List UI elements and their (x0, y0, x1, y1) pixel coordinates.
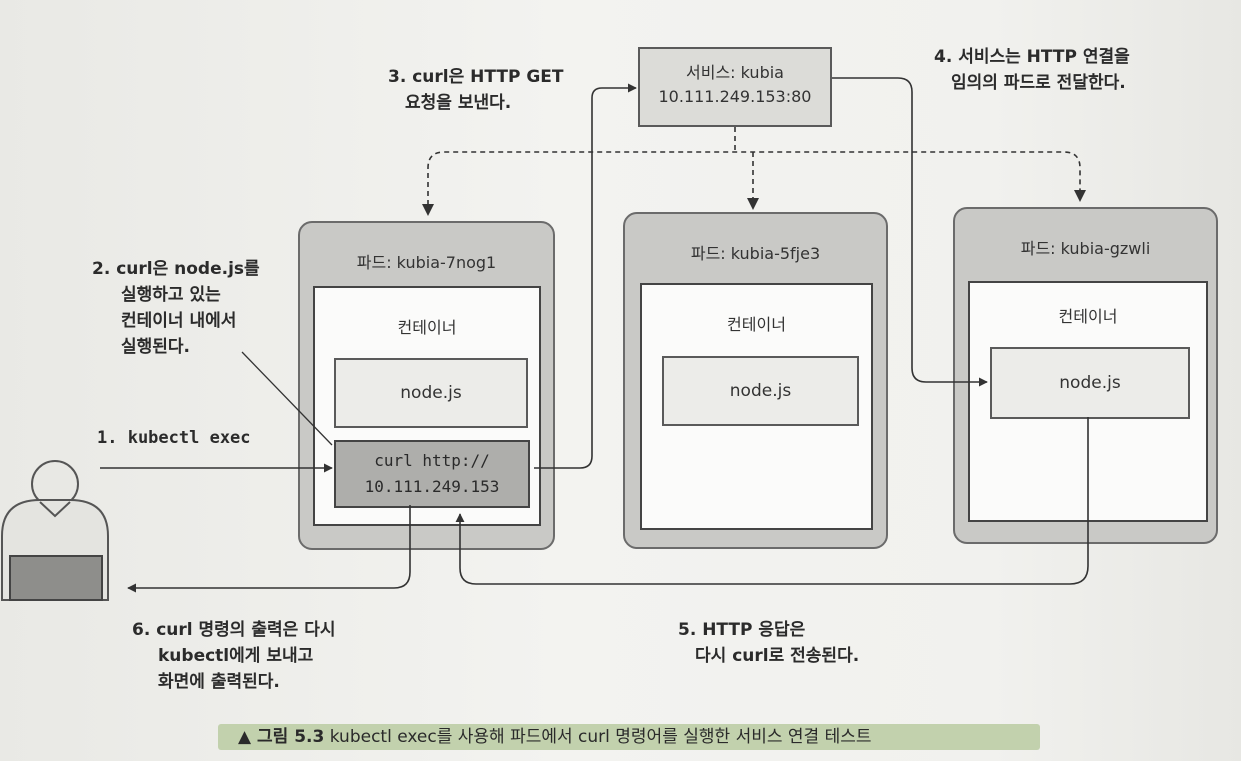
caption-prefix: ▲ 그림 5.3 (238, 727, 325, 747)
note-step5-line: 다시 curl로 전송된다. (695, 646, 860, 666)
note-step2-line: 실행하고 있는 (121, 285, 221, 305)
note-step3: 3. curl은 HTTP GET 요청을 보낸다. (388, 64, 564, 116)
note-step5: 5. HTTP 응답은 다시 curl로 전송된다. (678, 617, 859, 669)
note-step6-line: kubectl에게 보내고 (158, 646, 314, 666)
note-step2: 2. curl은 node.js를 실행하고 있는 컨테이너 내에서 실행된다. (92, 256, 260, 360)
curl-line-2: 10.111.249.153 (364, 477, 500, 496)
note-step2-line: 실행된다. (121, 337, 191, 357)
http-get-arrow (534, 83, 637, 469)
note-step3-line: 요청을 보낸다. (405, 93, 512, 113)
note-step4: 4. 서비스는 HTTP 연결을 임의의 파드로 전달한다. (934, 44, 1130, 96)
note-step5-line: 5. HTTP 응답은 (678, 620, 806, 640)
note-step1-text: 1. kubectl exec (97, 428, 251, 448)
service-ip: 10.111.249.153:80 (658, 87, 812, 106)
note-step2-line: 컨테이너 내에서 (121, 311, 237, 331)
caption-highlight (218, 724, 1040, 750)
curl-line-1: curl http:// (374, 451, 490, 470)
container-label: 컨테이너 (1058, 307, 1118, 326)
dashed-arrowhead-pod3 (1074, 190, 1086, 202)
nodejs-box: node.js (662, 356, 859, 426)
pod-label: 파드: kubia-5fje3 (690, 244, 821, 263)
note-step6-line: 6. curl 명령의 출력은 다시 (132, 620, 336, 640)
pod-kubia-7nog1: 파드: kubia-7nog1 컨테이너 node.js curl http:/… (298, 221, 555, 550)
note-step3-line: 3. curl은 HTTP GET (388, 67, 564, 87)
container: 컨테이너 node.js curl http:// 10.111.249.153 (313, 286, 541, 526)
curl-box: curl http:// 10.111.249.153 (334, 440, 530, 508)
dashed-arrowhead-pod1 (422, 204, 434, 216)
curl-output-arrow (127, 505, 411, 593)
pod-kubia-gzwli: 파드: kubia-gzwli 컨테이너 node.js (953, 207, 1218, 544)
service-forward-arrow (832, 77, 988, 387)
note-step1: 1. kubectl exec (97, 425, 251, 451)
note-step2-line: 2. curl은 node.js를 (92, 259, 260, 279)
container: 컨테이너 node.js (640, 283, 873, 530)
pod-kubia-5fje3: 파드: kubia-5fje3 컨테이너 node.js (623, 212, 888, 549)
laptop-icon (9, 555, 103, 601)
container-label: 컨테이너 (397, 318, 457, 337)
note-step6: 6. curl 명령의 출력은 다시 kubectl에게 보내고 화면에 출력된… (132, 617, 335, 695)
nodejs-box: node.js (990, 347, 1190, 419)
service-title: 서비스: kubia (686, 63, 784, 82)
dashed-arrowhead-pod2 (747, 198, 759, 210)
service-box: 서비스: kubia 10.111.249.153:80 (638, 47, 832, 127)
service-to-pods-dashed (427, 127, 1081, 214)
user-icon (1, 460, 109, 601)
note-step6-line: 화면에 출력된다. (158, 672, 280, 692)
caption-text: kubectl exec를 사용해 파드에서 curl 명령어를 실행한 서비스… (329, 727, 872, 747)
nodejs-box: node.js (334, 358, 528, 428)
note2-pointer-line (241, 351, 333, 446)
pod-label: 파드: kubia-7nog1 (356, 253, 497, 272)
pod-label: 파드: kubia-gzwli (1020, 239, 1151, 258)
note-step4-line: 4. 서비스는 HTTP 연결을 (934, 47, 1130, 67)
container-label: 컨테이너 (727, 315, 786, 334)
figure-caption: ▲ 그림 5.3 kubectl exec를 사용해 파드에서 curl 명령어… (238, 722, 872, 747)
http-response-arrow (455, 417, 1089, 585)
note-step4-line: 임의의 파드로 전달한다. (951, 73, 1126, 93)
